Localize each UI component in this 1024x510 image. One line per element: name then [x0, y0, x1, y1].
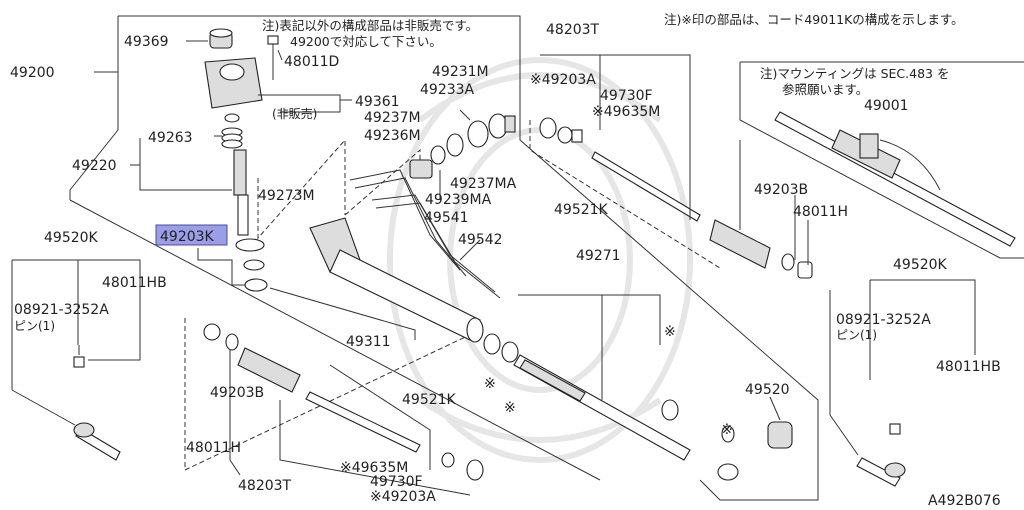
label-49203K: 49203K [160, 229, 215, 245]
assembly-boundary [69, 15, 819, 501]
label-pin-left: ピン(1) [14, 319, 55, 333]
label-49203A-top: ※49203A [530, 72, 596, 88]
label-49220: 49220 [72, 158, 117, 174]
label-49635M-top: ※49635M [592, 104, 660, 120]
label-48011D: 48011D [284, 54, 339, 70]
label-49237MA: 49237MA [450, 176, 517, 192]
note-not-sold-line1: 注)表記以外の構成部品は非販売です。 [262, 18, 478, 33]
label-48203T-top: 48203T [546, 22, 600, 38]
label-48011HB-left: 48011HB [102, 275, 167, 291]
label-49231M: 49231M [432, 64, 489, 80]
part-ring [483, 333, 501, 355]
part-48011D-bolt [267, 35, 279, 80]
label-49233A: 49233A [420, 82, 475, 98]
label-48011H-right: 48011H [793, 204, 848, 220]
label-48011H-left: 48011H [186, 440, 241, 456]
asterisk-mark: ※ [504, 400, 516, 416]
part-right-tie-rod-end [856, 423, 906, 487]
note-not-sold-line2: 49200で対応して下さい。 [290, 34, 442, 49]
label-08921-right: 08921-3252A [836, 312, 931, 328]
label-49001: 49001 [864, 98, 909, 114]
part-left-boot [203, 323, 484, 481]
part-49520-bushing [717, 421, 793, 481]
part-seal [224, 113, 240, 123]
label-49273M: 49273M [258, 188, 315, 204]
leader-lines [11, 40, 976, 496]
note-asterisk-parts: 注)※印の部品は、コード49011Kの構成を示します。 [664, 12, 964, 27]
part-49001-assembly [774, 111, 1016, 247]
part-49311-rack-housing [309, 217, 484, 343]
label-49730F-bottom: 49730F [370, 474, 423, 490]
label-49520K-right: 49520K [893, 257, 948, 273]
asterisk-mark: ※ [484, 376, 496, 392]
part-49263-spring [221, 127, 243, 149]
asterisk-mark: ※ [721, 422, 733, 438]
label-49521K-top: 49521K [554, 202, 609, 218]
part-49369-cap [209, 28, 233, 49]
label-49520K-left: 49520K [44, 230, 99, 246]
part-right-boot [709, 219, 813, 279]
label-48011HB-right: 48011HB [936, 359, 1001, 375]
part-gear-housing [204, 57, 263, 109]
label-49236M: 49236M [364, 128, 421, 144]
label-49203A-bottom: ※49203A [370, 489, 436, 505]
part-right-inner-tie-rod [539, 117, 701, 222]
part-ring [501, 341, 519, 363]
label-49203B-left: 49203B [210, 385, 264, 401]
label-49521K-bottom: 49521K [402, 392, 457, 408]
part-seal-ring [244, 278, 268, 292]
note-mounting-line2: 参照願います。 [782, 82, 868, 97]
label-08921-left: 08921-3252A [14, 302, 109, 318]
label-49203B-right: 49203B [754, 182, 808, 198]
label-49239MA: 49239MA [425, 192, 492, 208]
note-mounting-line1: 注)マウンティングは SEC.483 を [760, 66, 949, 81]
part-seal-ring [243, 259, 265, 271]
asterisk-mark: ※ [664, 324, 676, 340]
label-49542: 49542 [458, 232, 503, 248]
part-hydraulic-lines [349, 169, 501, 299]
highlight-49203K [155, 224, 228, 246]
label-49200: 49200 [10, 65, 55, 81]
label-49730F-top: 49730F [600, 88, 653, 104]
label-49635M-bottom: ※49635M [340, 460, 408, 476]
part-49271-rack [513, 354, 691, 461]
part-pinion-shaft [233, 149, 265, 252]
label-49369: 49369 [124, 34, 169, 50]
label-49541: 49541 [424, 210, 469, 226]
figure-code: A492B076 [928, 493, 1001, 509]
label-49311: 49311 [346, 334, 391, 350]
label-49263: 49263 [148, 130, 193, 146]
label-49520: 49520 [745, 382, 790, 398]
label-49271: 49271 [576, 248, 621, 264]
assembly-49001-box [739, 61, 1024, 259]
label-48203T-bottom: 48203T [238, 478, 292, 494]
label-pin-right: ピン(1) [836, 328, 877, 342]
part-49231M-seal [446, 113, 516, 157]
label-49237M: 49237M [364, 110, 421, 126]
label-not-sold: (非販売) [272, 106, 317, 121]
label-49361: 49361 [355, 94, 400, 110]
part-49236M-fitting [409, 145, 446, 179]
part-left-tie-rod-end [73, 345, 121, 461]
